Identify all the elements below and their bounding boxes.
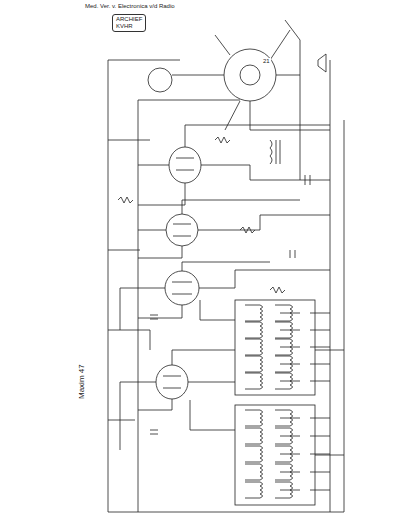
coil-symbol (275, 373, 330, 389)
coil-symbol (275, 305, 330, 321)
coil-symbol (245, 446, 300, 462)
coil-symbol (275, 322, 330, 338)
stamp-caption: Med. Ver. v. Electronica v/d Radio (84, 3, 176, 10)
coil-symbol (245, 464, 300, 480)
coil-symbol (245, 410, 300, 426)
coil-symbol (275, 356, 330, 372)
coil-symbol (245, 373, 300, 389)
stamp-text: KVHR (116, 23, 142, 30)
coil-symbol (245, 482, 300, 498)
stamp-text: ARCHIEF (116, 16, 142, 23)
coil-symbol (245, 356, 300, 372)
coil-symbol (275, 339, 330, 355)
coil-symbol (275, 410, 330, 426)
model-name: Maxim 47 (78, 363, 85, 400)
coil-symbol (275, 464, 330, 480)
coil-symbol (245, 322, 300, 338)
coil-symbol (275, 428, 330, 444)
coil-symbol (245, 339, 300, 355)
coil-symbol (275, 482, 330, 498)
coil-symbol (275, 446, 330, 462)
wire-number: 21 (262, 58, 271, 65)
archive-stamp: ARCHIEFKVHR (112, 14, 146, 32)
coil-symbol (245, 305, 300, 321)
coil-symbol (245, 428, 300, 444)
